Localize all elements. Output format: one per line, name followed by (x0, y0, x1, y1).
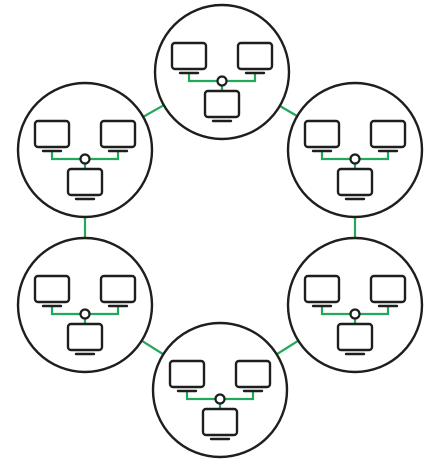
monitor-screen (203, 89, 241, 119)
monitor-icon (234, 359, 272, 393)
monitor-icon (336, 322, 374, 356)
monitor-screen (236, 41, 274, 71)
monitor-icon (369, 274, 407, 308)
monitor-screen (336, 167, 374, 197)
node-circle (151, 321, 289, 459)
star-link-right (89, 151, 120, 161)
monitor-icon (303, 274, 341, 308)
node-circle (286, 236, 424, 374)
star-link-right (226, 73, 257, 83)
node-lower-right (286, 236, 424, 374)
star-link-left (320, 151, 351, 161)
hub-icon (79, 308, 91, 320)
monitor-icon (66, 167, 104, 201)
hub-icon (349, 308, 361, 320)
monitor-screen (66, 167, 104, 197)
monitor-icon (99, 274, 137, 308)
monitor-screen (201, 407, 239, 437)
node-circle (16, 236, 154, 374)
monitor-screen (234, 359, 272, 389)
monitor-icon (236, 41, 274, 75)
monitor-icon (203, 89, 241, 123)
node-circle (286, 81, 424, 219)
node-bottom (151, 321, 289, 459)
monitor-icon (66, 322, 104, 356)
monitor-screen (336, 322, 374, 352)
monitor-icon (170, 41, 208, 75)
node-upper-left (16, 81, 154, 219)
monitor-icon (303, 119, 341, 153)
star-link-right (359, 151, 390, 161)
monitor-screen (168, 359, 206, 389)
monitor-screen (33, 274, 71, 304)
star-link-left (187, 73, 218, 83)
hub-icon (79, 153, 91, 165)
monitor-screen (99, 119, 137, 149)
star-link-left (50, 306, 81, 316)
hub-icon (349, 153, 361, 165)
ring-link-lower-right-to-bottom (272, 337, 303, 358)
ring-link-upper-left-to-top (139, 102, 168, 120)
monitor-icon (33, 274, 71, 308)
node-circle (153, 3, 291, 141)
monitor-screen (170, 41, 208, 71)
node-lower-left (16, 236, 154, 374)
monitor-icon (336, 167, 374, 201)
monitor-icon (201, 407, 239, 441)
ring-link-bottom-to-lower-left (137, 337, 168, 358)
star-link-left (50, 151, 81, 161)
monitor-icon (99, 119, 137, 153)
star-link-left (320, 306, 351, 316)
star-link-left (185, 391, 216, 401)
star-link-right (359, 306, 390, 316)
monitor-screen (303, 274, 341, 304)
monitor-screen (369, 119, 407, 149)
monitor-screen (303, 119, 341, 149)
node-top (153, 3, 291, 141)
monitor-screen (66, 322, 104, 352)
monitor-icon (33, 119, 71, 153)
hub-icon (216, 75, 228, 87)
star-link-right (89, 306, 120, 316)
hub-icon (214, 393, 226, 405)
node-upper-right (286, 81, 424, 219)
star-link-right (224, 391, 255, 401)
monitor-screen (33, 119, 71, 149)
monitor-icon (369, 119, 407, 153)
monitor-screen (369, 274, 407, 304)
monitor-screen (99, 274, 137, 304)
star-nodes (16, 3, 424, 459)
monitor-icon (168, 359, 206, 393)
node-circle (16, 81, 154, 219)
